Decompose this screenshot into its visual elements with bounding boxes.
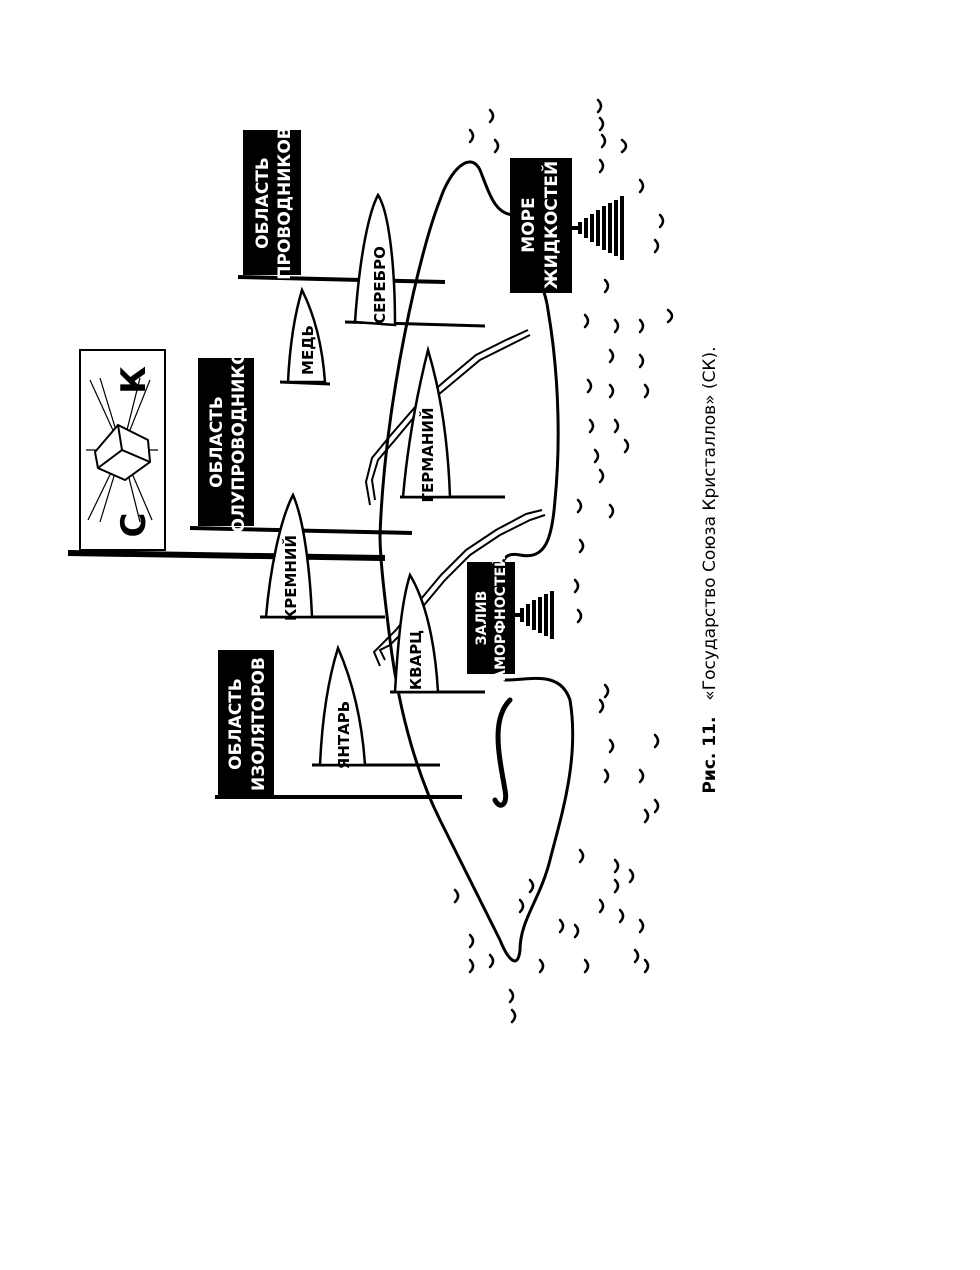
insulators-sign: ОБЛАСТЬ ИЗОЛЯТОРОВ <box>215 650 462 799</box>
figure-caption: Рис. 11. «Государство Союза Кристаллов» … <box>700 346 720 793</box>
sea-label-line2: ЖИДКОСТЕЙ <box>540 161 562 289</box>
conductors-pole <box>237 275 446 284</box>
quartz-mountain: КВАРЦ <box>390 571 485 694</box>
gulf-depth-steps-icon <box>515 591 554 639</box>
semiconductors-board <box>198 358 254 526</box>
emblem-letter-c: С <box>114 513 154 538</box>
silicon-label: КРЕМНИЙ <box>281 535 300 621</box>
insulators-board <box>218 650 274 798</box>
sea-of-liquids: МОРЕ ЖИДКОСТЕЙ <box>510 158 624 293</box>
silver-mountain: СЕРЕБРО <box>344 192 486 328</box>
germanium-mountain: ГЕРМАНИЙ <box>400 345 505 503</box>
semiconductors-label-line1: ОБЛАСТЬ <box>207 396 227 488</box>
emblem-letter-k: К <box>114 366 154 394</box>
conductors-label-line1: ОБЛАСТЬ <box>253 157 273 249</box>
waves <box>453 98 674 1024</box>
sea-board <box>510 158 572 293</box>
sea-label-line1: МОРЕ <box>519 197 539 252</box>
gulf-board <box>467 562 515 674</box>
semiconductors-label-line2: ПОЛУПРОВОДНИКОВ <box>229 337 249 546</box>
silicon-mountain: КРЕМНИЙ <box>260 492 385 621</box>
crystal-emblem: С К <box>67 349 386 561</box>
insulators-label-line2: ИЗОЛЯТОРОВ <box>249 657 269 791</box>
emblem-pole <box>67 550 386 561</box>
gulf-label-line1: ЗАЛИВ <box>474 591 490 646</box>
figure-number: Рис. 11. <box>700 717 720 794</box>
figure-title: «Государство Союза Кристаллов» (СК). <box>700 346 720 700</box>
quartz-label: КВАРЦ <box>407 630 425 690</box>
silver-label: СЕРЕБРО <box>371 246 389 324</box>
conductors-board <box>243 130 301 275</box>
conductors-label-line2: ПРОВОДНИКОВ <box>275 126 295 279</box>
gulf-of-amorphous: ЗАЛИВ АМОРФНОСТЕЙ <box>467 555 554 681</box>
conductors-sign: ОБЛАСТЬ ПРОВОДНИКОВ <box>237 126 446 284</box>
copper-mountain: МЕДЬ <box>279 286 331 386</box>
copper-label: МЕДЬ <box>299 325 317 375</box>
amber-label: ЯНТАРЬ <box>335 701 353 769</box>
gulf-label-line2: АМОРФНОСТЕЙ <box>492 555 509 681</box>
semiconductors-sign: ОБЛАСТЬ ПОЛУПРОВОДНИКОВ <box>189 337 413 547</box>
crystal-icon <box>93 423 152 482</box>
sea-depth-steps-icon <box>572 196 624 260</box>
insulator-ridge <box>372 509 546 667</box>
amber-mountain: ЯНТАРЬ <box>312 644 440 769</box>
germanium-label: ГЕРМАНИЙ <box>418 408 437 503</box>
insulators-label-line1: ОБЛАСТЬ <box>226 678 246 770</box>
